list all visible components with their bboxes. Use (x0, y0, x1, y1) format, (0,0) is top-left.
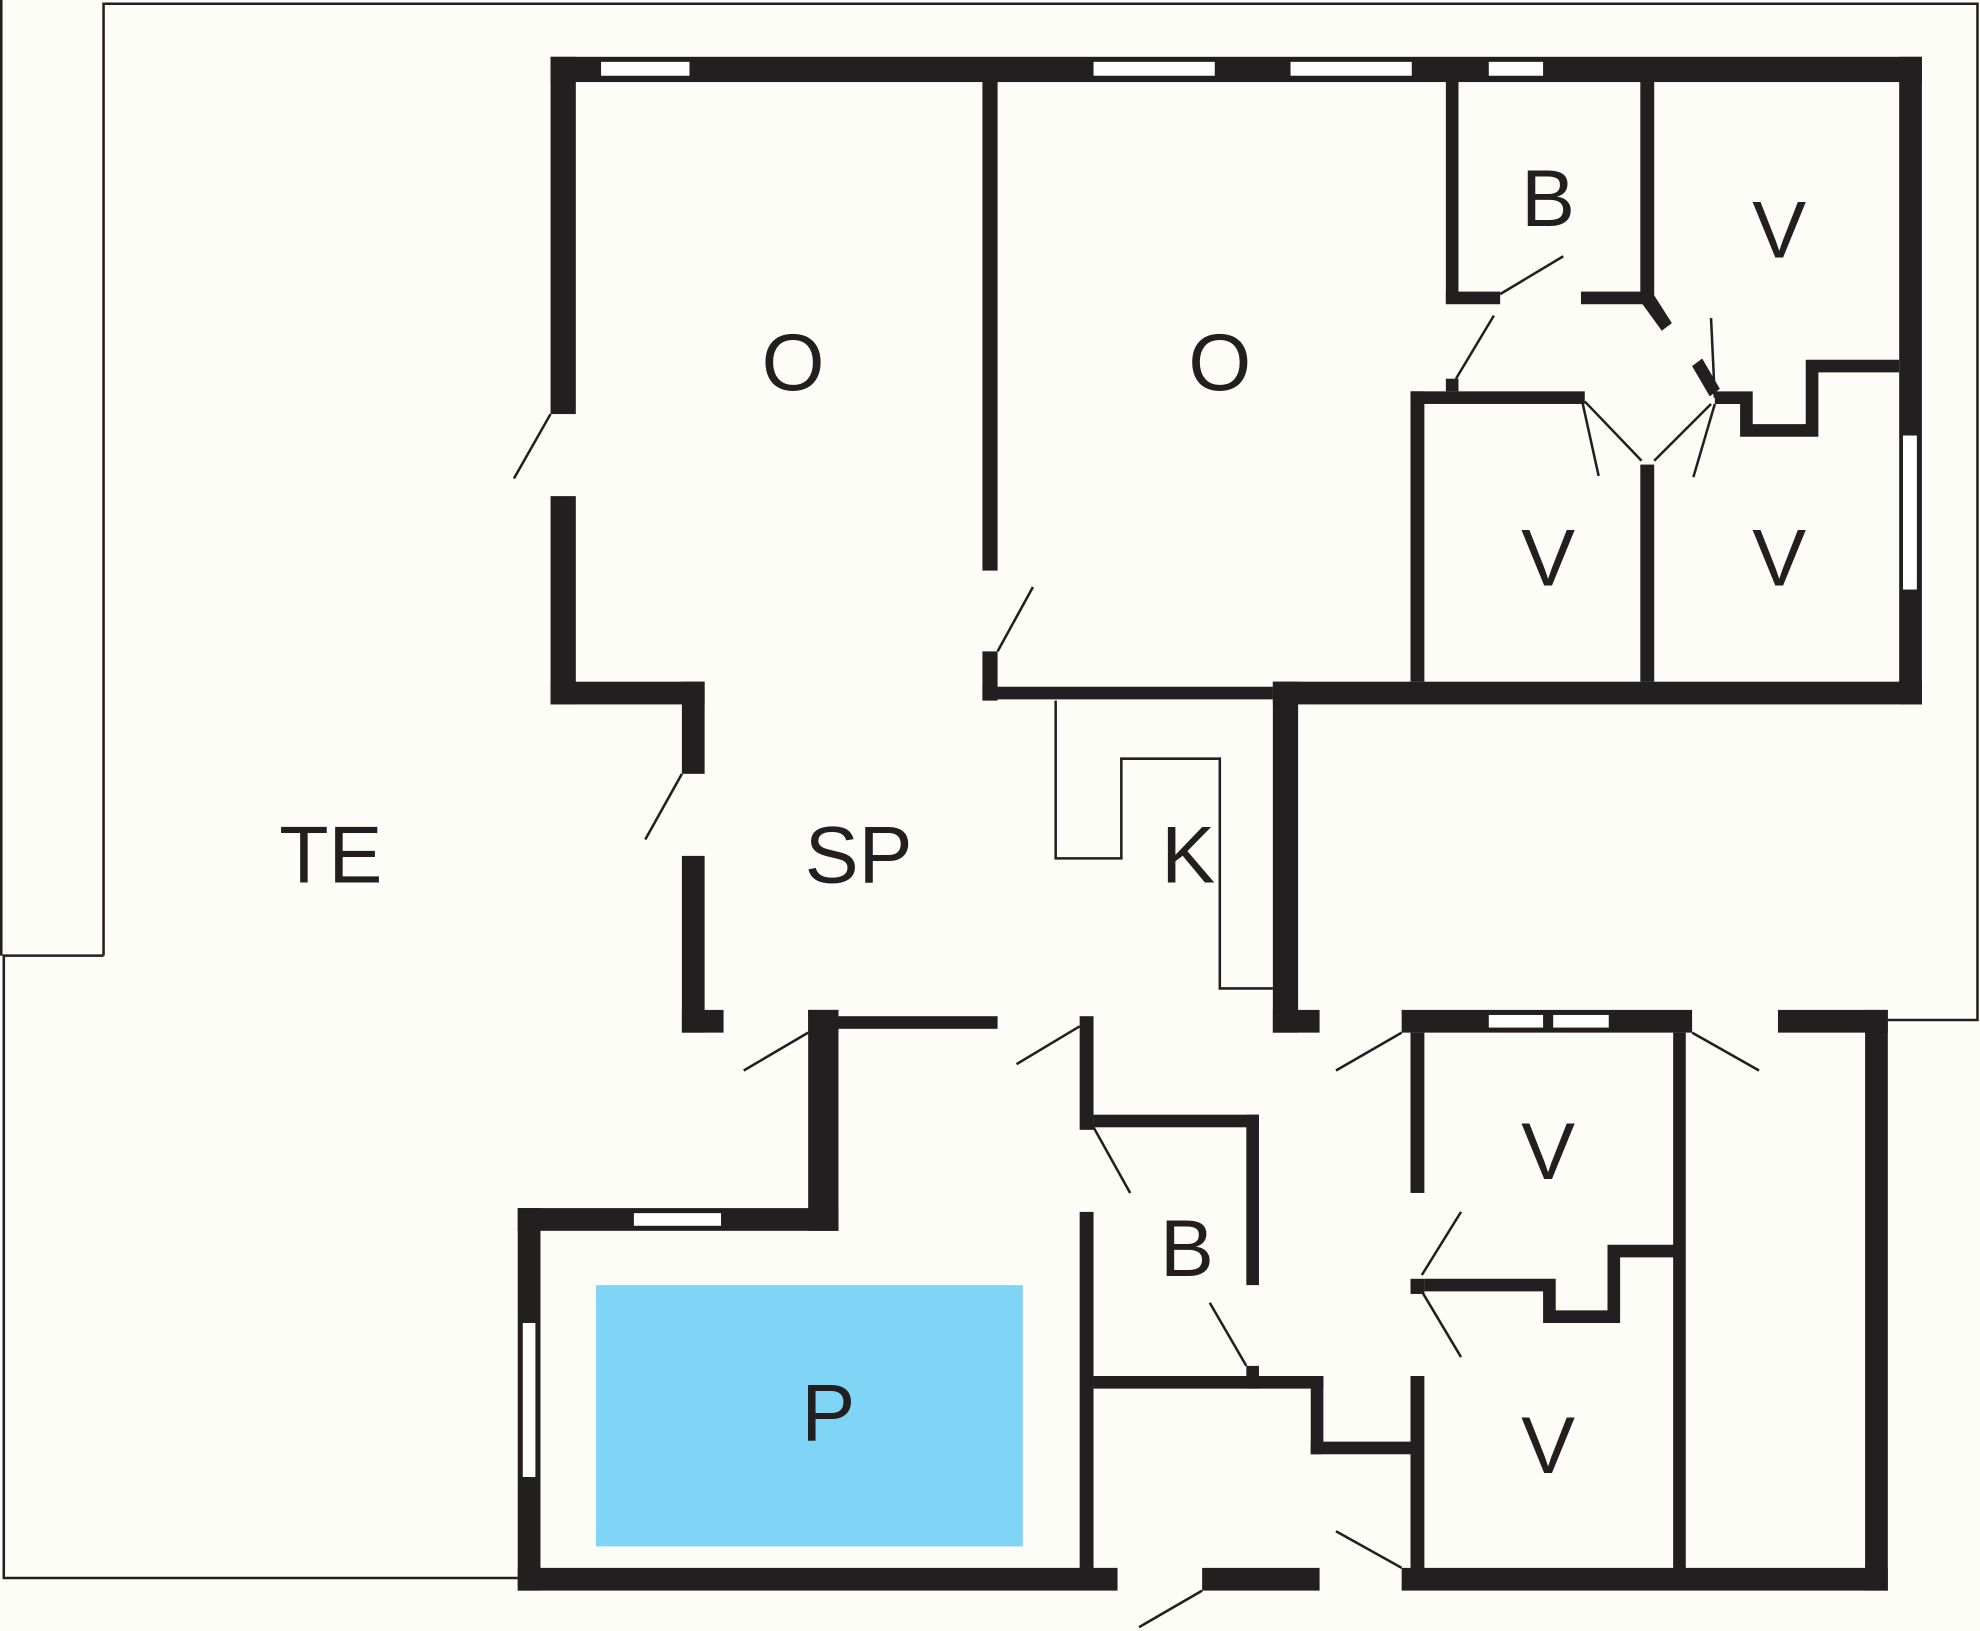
label-pool: P (801, 1368, 855, 1458)
label-bath-upper: B (1521, 154, 1575, 244)
label-living: SP (805, 810, 913, 900)
door-swings (512, 255, 1760, 1629)
terrace-outline (0, 0, 1979, 1580)
kitchen-counter (1054, 700, 1273, 990)
label-room-v4: V (1521, 1107, 1575, 1197)
label-bath-lower: B (1160, 1204, 1214, 1294)
windows (522, 61, 1917, 1477)
room-labels: TE O O B V V V SP K V B V P (279, 154, 1806, 1491)
label-kitchen: K (1161, 810, 1215, 900)
walls (517, 56, 1922, 1591)
label-room-o1: O (762, 318, 825, 408)
pool (596, 1285, 1023, 1547)
label-room-v2: V (1521, 514, 1575, 604)
label-room-v5: V (1521, 1401, 1575, 1491)
label-room-v3: V (1752, 514, 1806, 604)
label-room-v1: V (1752, 185, 1806, 275)
label-room-o2: O (1188, 318, 1251, 408)
label-terrace: TE (279, 810, 382, 900)
